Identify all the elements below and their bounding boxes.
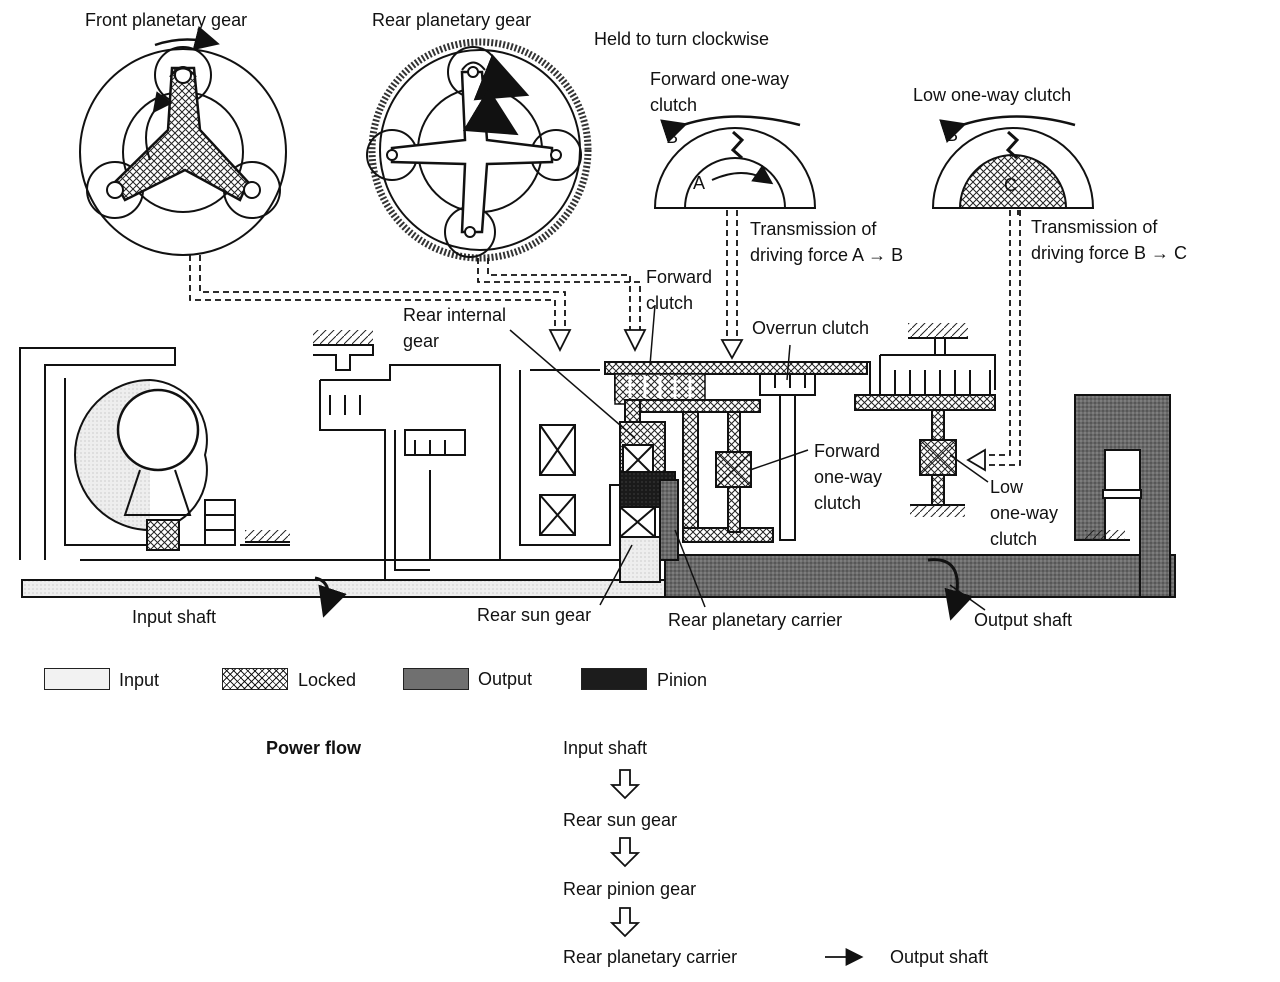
main-shafts	[21, 394, 1176, 598]
legend-swatch-pinion	[581, 668, 647, 690]
label-rear-internal-gear: Rear internal gear	[403, 305, 507, 351]
label-overrun-clutch: Overrun clutch	[752, 318, 870, 338]
clutch-housings	[313, 323, 1125, 583]
power-flow-step-4: Rear planetary carrier	[563, 947, 738, 967]
label-letter-c: C	[1004, 175, 1017, 195]
legend-swatch-input	[44, 668, 110, 690]
label-letter-b2: B	[946, 125, 959, 145]
legend-label-pinion: Pinion	[657, 670, 708, 690]
label-forward-owc: Forward one-way clutch	[814, 441, 883, 513]
power-flow-title: Power flow	[266, 738, 362, 758]
legend-swatch-output	[403, 668, 469, 690]
legend-label-locked: Locked	[298, 670, 357, 690]
rotation-arrows	[314, 558, 974, 621]
leader-lines	[509, 304, 989, 611]
label-letter-a: A	[693, 173, 706, 193]
label-front-planetary-gear: Front planetary gear	[85, 10, 248, 30]
label-rear-planetary-carrier: Rear planetary carrier	[668, 610, 843, 630]
low-owc-illustration	[931, 115, 1095, 209]
power-flow-arrows	[609, 769, 864, 966]
label-forward-clutch: Forward clutch	[646, 267, 713, 313]
label-rear-sun-gear: Rear sun gear	[477, 605, 592, 625]
legend-label-input: Input	[119, 670, 160, 690]
label-output-shaft: Output shaft	[974, 610, 1073, 630]
label-transmission-bc: Transmission of driving force B → C	[1031, 217, 1188, 263]
label-letter-b1: B	[666, 127, 679, 147]
dashed-connectors	[189, 210, 1021, 466]
label-low-owc-top: Low one-way clutch	[913, 85, 1072, 105]
power-flow-step-3: Rear pinion gear	[563, 879, 697, 899]
front-planetary-gear	[79, 26, 287, 256]
power-flow-final: Output shaft	[890, 947, 989, 967]
label-input-shaft: Input shaft	[132, 607, 217, 627]
power-flow-step-1: Input shaft	[563, 738, 648, 758]
label-held-clockwise: Held to turn clockwise	[594, 29, 770, 49]
legend-label-output: Output	[478, 669, 533, 689]
label-transmission-ab: Transmission of driving force A → B	[750, 219, 904, 265]
rear-planetary-gear	[366, 38, 592, 262]
legend-swatch-locked	[222, 668, 288, 690]
label-forward-owc-top: Forward one-way clutch	[650, 69, 790, 115]
power-flow-step-2: Rear sun gear	[563, 810, 678, 830]
torque-converter	[19, 347, 290, 560]
label-rear-planetary-gear: Rear planetary gear	[372, 10, 532, 30]
forward-owc-illustration	[653, 115, 817, 209]
label-low-owc: Low one-way clutch	[990, 477, 1059, 549]
